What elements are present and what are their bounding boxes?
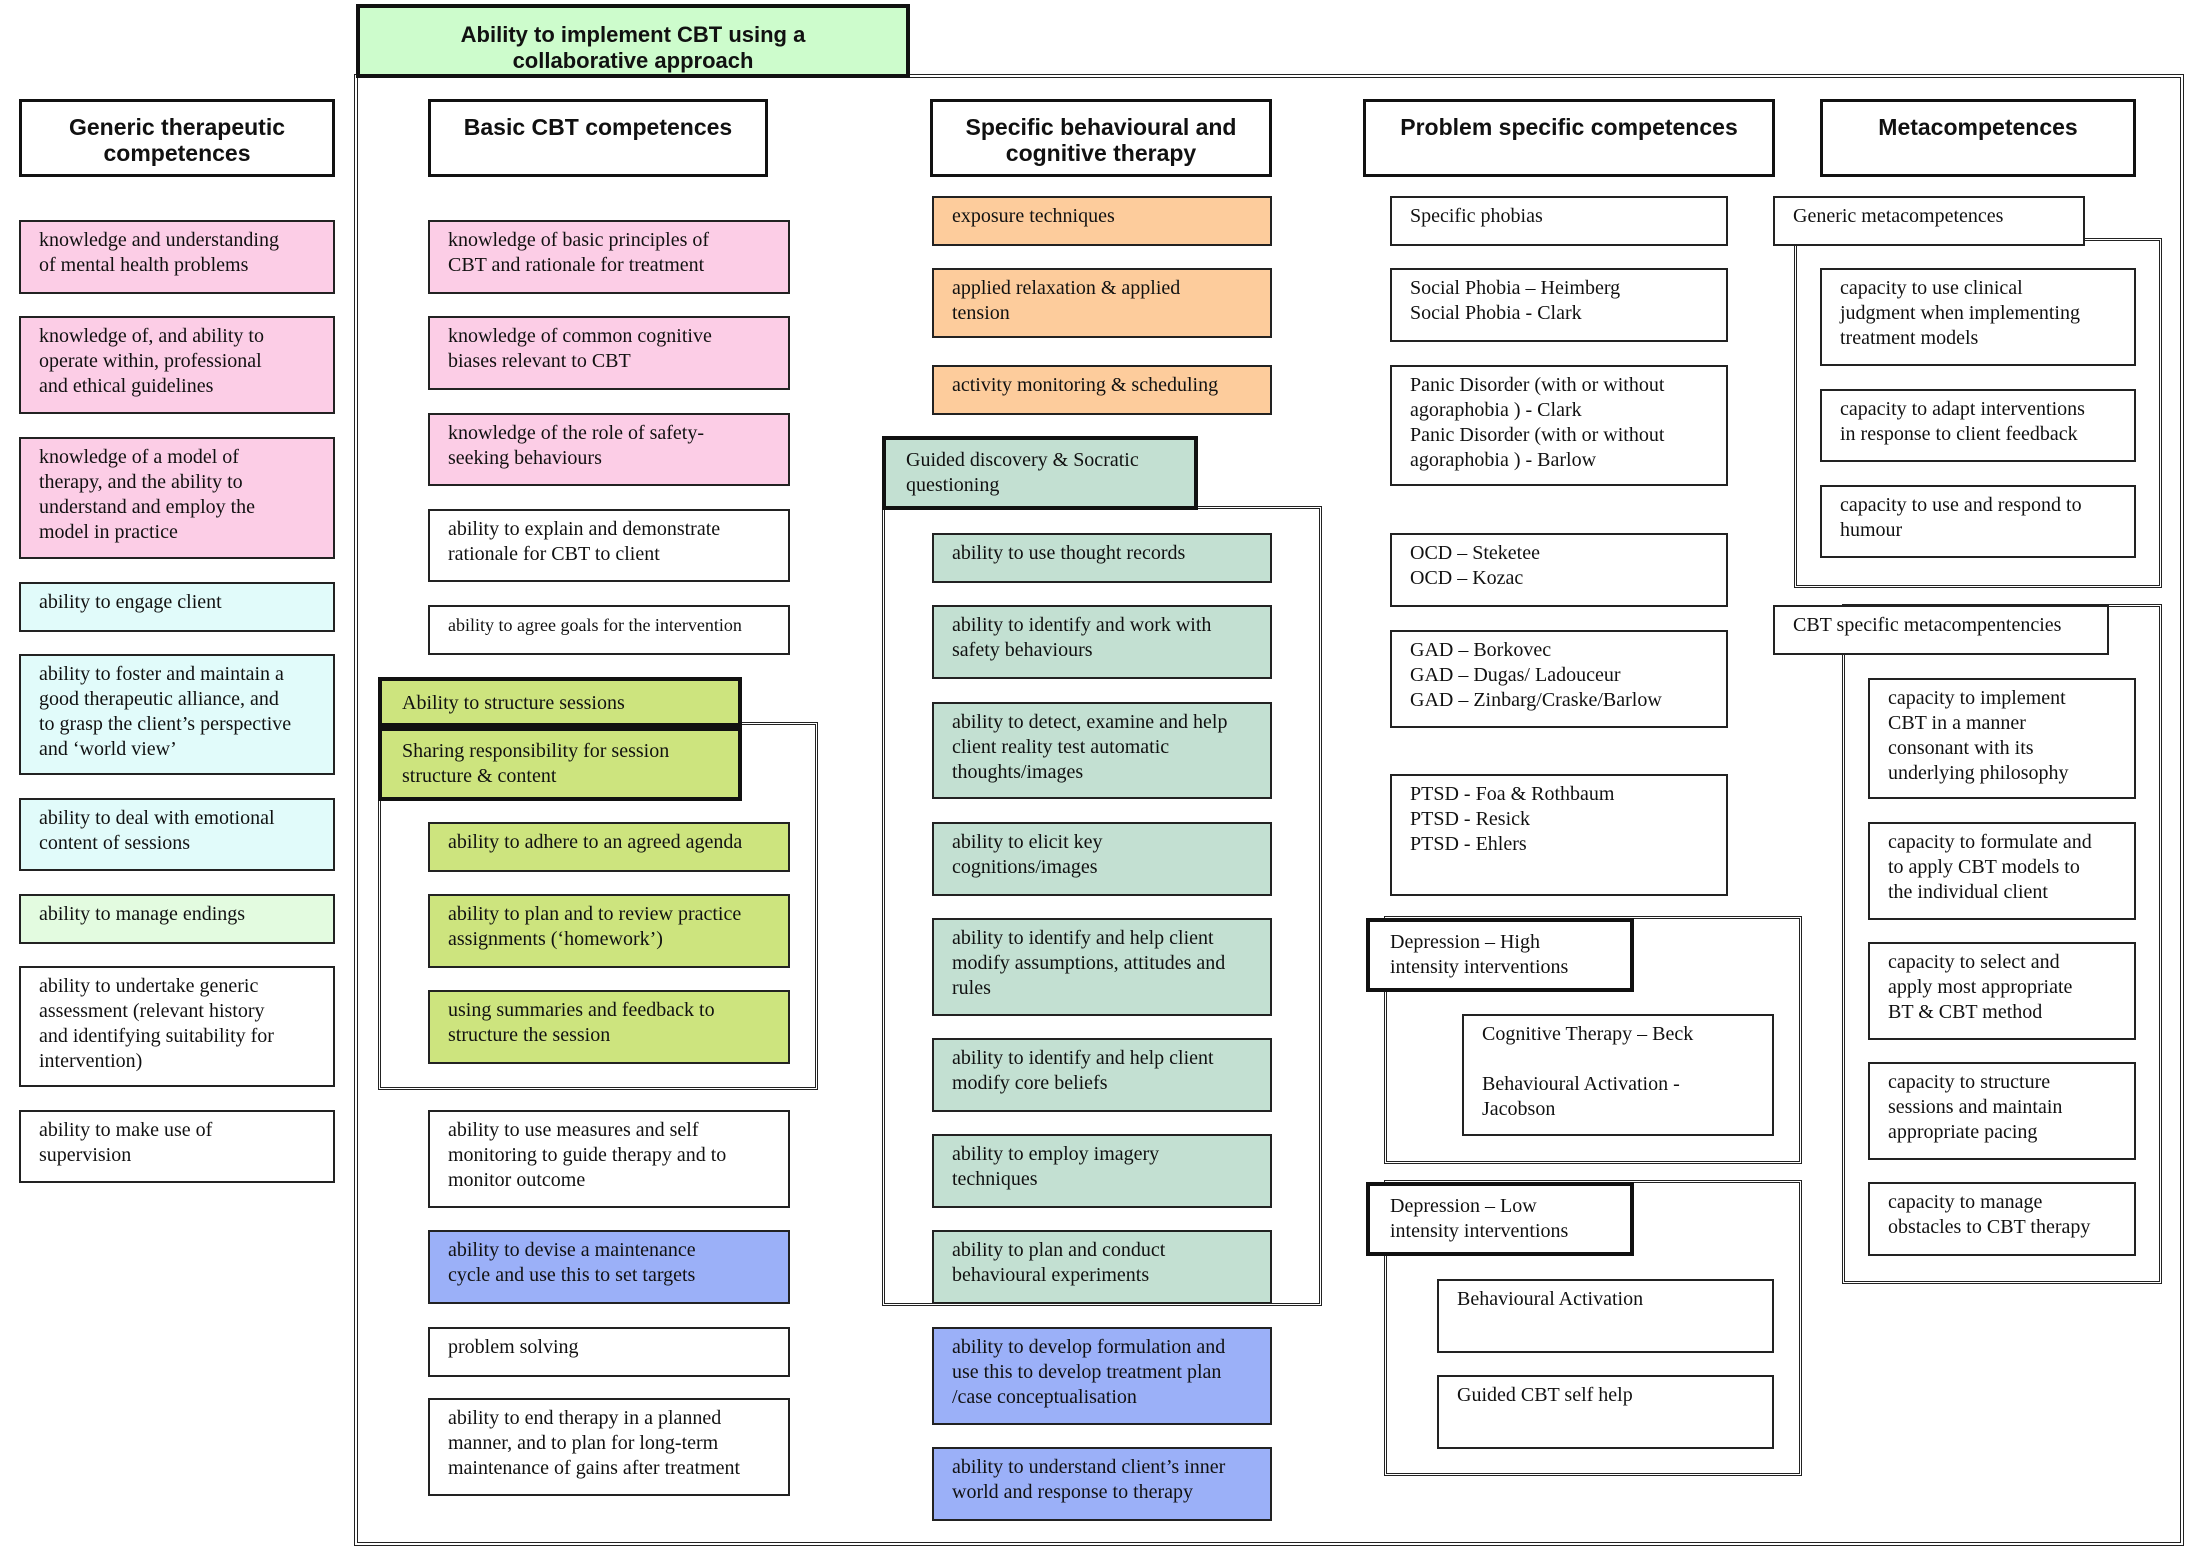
- collaborative-approach-frame: [354, 74, 2184, 1546]
- generic-meta-item-2: capacity to adapt interventions in respo…: [1820, 389, 2136, 462]
- sharing-responsibility-header: Sharing responsibility for session struc…: [378, 727, 742, 801]
- diagram-title: Ability to implement CBT using a collabo…: [356, 4, 910, 78]
- structure-sessions-header: Ability to structure sessions: [378, 677, 742, 727]
- specific-bottom-item-1: ability to develop formulation and use t…: [932, 1327, 1272, 1425]
- specific-bottom-item-2: ability to understand client’s inner wor…: [932, 1447, 1272, 1521]
- problem-item-2: Social Phobia – Heimberg Social Phobia -…: [1390, 268, 1728, 342]
- basic-item-2: knowledge of common cognitive biases rel…: [428, 316, 790, 390]
- generic-meta-header: Generic metacompetences: [1773, 196, 2085, 246]
- specific-item-3: activity monitoring & scheduling: [932, 365, 1272, 415]
- specific-item-2: applied relaxation & applied tension: [932, 268, 1272, 338]
- guided-item-3: ability to detect, examine and help clie…: [932, 702, 1272, 799]
- basic-item-6: ability to use measures and self monitor…: [428, 1110, 790, 1208]
- depression-low-header: Depression – Low intensity interventions: [1366, 1182, 1634, 1256]
- problem-item-6: PTSD - Foa & Rothbaum PTSD - Resick PTSD…: [1390, 774, 1728, 896]
- structure-item-3: using summaries and feedback to structur…: [428, 990, 790, 1064]
- depression-low-item-1: Behavioural Activation: [1437, 1279, 1774, 1353]
- generic-item-8: ability to undertake generic assessment …: [19, 966, 335, 1087]
- column-header-basic: Basic CBT competences: [428, 99, 768, 177]
- cbt-meta-item-1: capacity to implement CBT in a manner co…: [1868, 678, 2136, 799]
- generic-item-9: ability to make use of supervision: [19, 1110, 335, 1183]
- column-header-generic: Generic therapeutic competences: [19, 99, 335, 177]
- problem-item-3: Panic Disorder (with or without agorapho…: [1390, 365, 1728, 486]
- depression-high-header: Depression – High intensity intervention…: [1366, 918, 1634, 992]
- column-header-meta: Metacompetences: [1820, 99, 2136, 177]
- cbt-meta-header: CBT specific metacompentencies: [1773, 605, 2109, 655]
- guided-discovery-header: Guided discovery & Socratic questioning: [882, 436, 1198, 510]
- generic-item-4: ability to engage client: [19, 582, 335, 632]
- generic-item-7: ability to manage endings: [19, 894, 335, 944]
- basic-item-9: ability to end therapy in a planned mann…: [428, 1398, 790, 1496]
- depression-high-frame: [1384, 916, 1802, 1164]
- generic-item-1: knowledge and understanding of mental he…: [19, 220, 335, 294]
- depression-low-item-2: Guided CBT self help: [1437, 1375, 1774, 1449]
- cbt-meta-item-4: capacity to structure sessions and maint…: [1868, 1062, 2136, 1160]
- guided-item-7: ability to employ imagery techniques: [932, 1134, 1272, 1208]
- generic-meta-item-1: capacity to use clinical judgment when i…: [1820, 268, 2136, 366]
- cbt-meta-item-3: capacity to select and apply most approp…: [1868, 942, 2136, 1040]
- depression-low-frame: [1384, 1180, 1802, 1476]
- guided-item-5: ability to identify and help client modi…: [932, 918, 1272, 1016]
- structure-item-2: ability to plan and to review practice a…: [428, 894, 790, 968]
- cbt-meta-item-2: capacity to formulate and to apply CBT m…: [1868, 822, 2136, 920]
- basic-item-4: ability to explain and demonstrate ratio…: [428, 509, 790, 582]
- column-header-specific: Specific behavioural and cognitive thera…: [930, 99, 1272, 177]
- structure-item-1: ability to adhere to an agreed agenda: [428, 822, 790, 872]
- depression-high-content: Cognitive Therapy – Beck Behavioural Act…: [1462, 1014, 1774, 1136]
- basic-item-1: knowledge of basic principles of CBT and…: [428, 220, 790, 294]
- guided-item-1: ability to use thought records: [932, 533, 1272, 583]
- guided-item-4: ability to elicit key cognitions/images: [932, 822, 1272, 896]
- generic-item-3: knowledge of a model of therapy, and the…: [19, 437, 335, 559]
- basic-item-7: ability to devise a maintenance cycle an…: [428, 1230, 790, 1304]
- guided-item-6: ability to identify and help client modi…: [932, 1038, 1272, 1112]
- problem-item-1: Specific phobias: [1390, 196, 1728, 246]
- generic-meta-item-3: capacity to use and respond to humour: [1820, 485, 2136, 558]
- basic-item-8: problem solving: [428, 1327, 790, 1377]
- generic-item-5: ability to foster and maintain a good th…: [19, 654, 335, 775]
- basic-item-5: ability to agree goals for the intervent…: [428, 605, 790, 655]
- generic-item-6: ability to deal with emotional content o…: [19, 798, 335, 871]
- guided-item-2: ability to identify and work with safety…: [932, 605, 1272, 679]
- problem-item-4: OCD – Steketee OCD – Kozac: [1390, 533, 1728, 607]
- generic-item-2: knowledge of, and ability to operate wit…: [19, 316, 335, 414]
- specific-item-1: exposure techniques: [932, 196, 1272, 246]
- problem-item-5: GAD – Borkovec GAD – Dugas/ Ladouceur GA…: [1390, 630, 1728, 728]
- guided-item-8: ability to plan and conduct behavioural …: [932, 1230, 1272, 1304]
- cbt-meta-item-5: capacity to manage obstacles to CBT ther…: [1868, 1182, 2136, 1256]
- basic-item-3: knowledge of the role of safety- seeking…: [428, 413, 790, 486]
- column-header-problem: Problem specific competences: [1363, 99, 1775, 177]
